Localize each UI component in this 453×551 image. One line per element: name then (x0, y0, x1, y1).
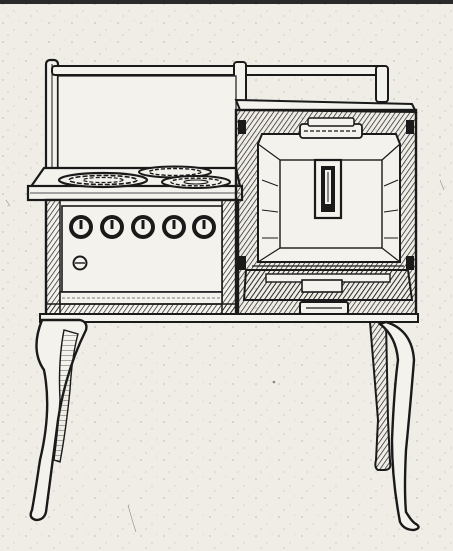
scan-marks (5, 179, 445, 533)
oven-door-handle (299, 301, 349, 315)
scan-edge (0, 0, 453, 4)
burner-rear-left (57, 171, 149, 189)
oven-thermometer (313, 158, 343, 220)
leg-front-right (377, 320, 420, 532)
oven-floor (242, 265, 414, 301)
control-knob-5 (192, 215, 216, 239)
control-knob-4 (162, 215, 186, 239)
leg-rear-right (368, 321, 392, 471)
backsplash (44, 58, 389, 174)
indicator-light (72, 255, 88, 271)
control-knob-3 (131, 215, 155, 239)
burner-front-right (161, 175, 231, 189)
burner-rear-right (138, 165, 212, 179)
base-rail (39, 313, 419, 323)
control-knob-2 (100, 215, 124, 239)
control-knob-1 (69, 215, 93, 239)
leg-rear-left (53, 329, 79, 463)
leg-front-left (29, 318, 88, 522)
oven-hinges (238, 120, 414, 270)
